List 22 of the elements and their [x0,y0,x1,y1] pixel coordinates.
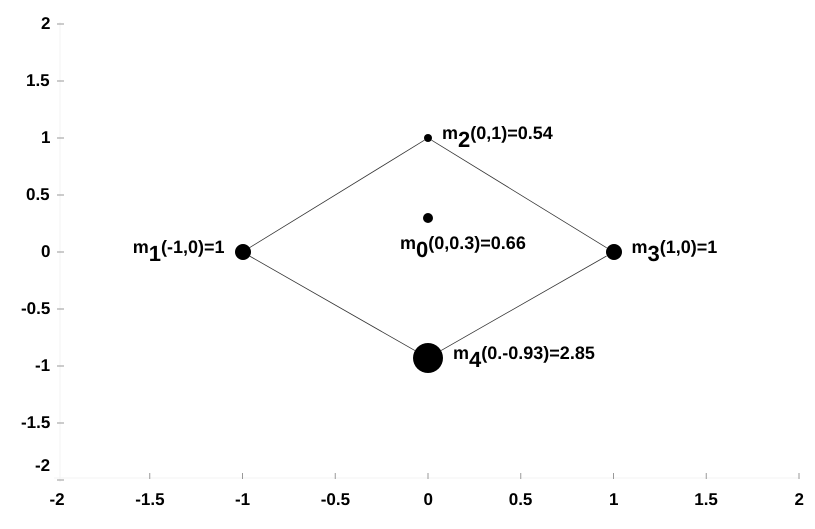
axis-tick-label: 0.5 [26,185,50,205]
axis-tick-label: 0 [424,490,433,510]
connecting-line [440,256,607,351]
axis-tick-label: -0.5 [21,299,50,319]
axis-tick-label: 1 [609,490,618,510]
axis-tick-label: -1.5 [135,490,165,510]
axis-tick-label: 0 [41,242,50,262]
axis-tick-label: 1.5 [26,71,50,91]
axis-tick-label: -1 [35,356,50,376]
connecting-line [431,140,608,248]
axis-tick-label: -1.5 [21,413,50,433]
axis-tick-label: -0.5 [320,490,350,510]
axis-tick-label: 1.5 [694,490,718,510]
axis-tick-label: -1 [235,490,250,510]
axis-tick-label: 2 [41,14,50,34]
axis-tick-label: 2 [794,490,804,510]
connecting-line [249,256,416,351]
connecting-line [248,140,425,248]
axis-tick-label: 1 [41,128,50,148]
axis-tick-label: -2 [50,490,65,510]
axis-tick-label: -2 [35,456,50,476]
axis-tick-label: 0.5 [508,490,532,510]
